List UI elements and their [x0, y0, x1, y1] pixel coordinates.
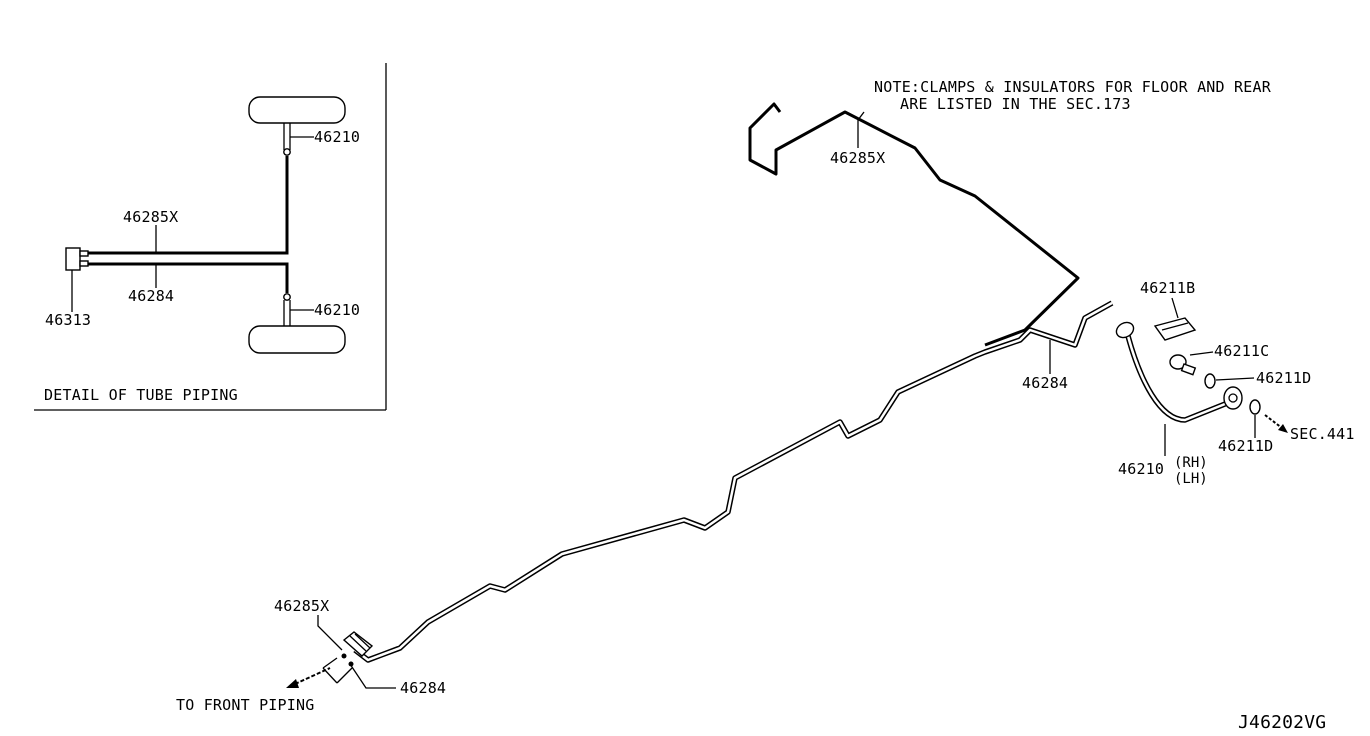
label-46285x-detail: 46285X [123, 208, 178, 226]
washer-upper-icon [1204, 373, 1216, 389]
label-46211b: 46211B [1140, 279, 1195, 297]
label-46211c: 46211C [1214, 342, 1269, 360]
tube-upper-line [88, 156, 289, 255]
tube-46285x-rear [748, 102, 1080, 347]
washer-lower-icon [1249, 399, 1261, 415]
label-sec441: SEC.441 [1290, 425, 1355, 443]
label-46285x-front: 46285X [274, 597, 329, 615]
label-lh: (LH) [1174, 471, 1208, 487]
detail-title: DETAIL OF TUBE PIPING [44, 386, 238, 404]
label-46210-main: 46210 [1118, 460, 1164, 478]
label-46211d-lower: 46211D [1218, 437, 1273, 455]
label-46313-detail: 46313 [45, 311, 91, 329]
arrow-sec441-icon [1278, 424, 1288, 433]
tube-46284-main [353, 300, 1114, 663]
valve-icon [65, 247, 81, 271]
wheel-upper-icon [248, 96, 346, 124]
label-46284-rear: 46284 [1022, 374, 1068, 392]
label-rh: (RH) [1174, 455, 1208, 471]
hose-assembly [1115, 317, 1288, 433]
label-46210-detail-upper: 46210 [314, 128, 360, 146]
label-46284-detail: 46284 [128, 287, 174, 305]
label-46284-front: 46284 [400, 679, 446, 697]
label-46285x-rear: 46285X [830, 149, 885, 167]
wheel-lower-icon [248, 325, 346, 354]
joint-upper-icon [283, 148, 291, 156]
diagram-code: J46202VG [1238, 712, 1326, 733]
tube-lower-line [88, 262, 289, 293]
label-to-front-piping: TO FRONT PIPING [176, 696, 314, 714]
hose-end-fitting-icon [1115, 321, 1135, 339]
bolt-icon [1169, 354, 1187, 370]
note-line-1: NOTE:CLAMPS & INSULATORS FOR FLOOR AND R… [874, 78, 1272, 96]
hose-banjo-icon [1223, 386, 1243, 410]
arrow-front-piping-icon [286, 679, 299, 688]
clip-icon [1153, 317, 1197, 341]
detail-inset: 46210 46210 46285X 46284 46313 DETAIL OF… [34, 63, 387, 411]
joint-lower-icon [283, 293, 291, 301]
label-46210-detail-lower: 46210 [314, 301, 360, 319]
note-line-2: ARE LISTED IN THE SEC.173 [900, 95, 1131, 113]
label-46211d-upper: 46211D [1256, 369, 1311, 387]
main-tube-assembly [322, 102, 1114, 684]
